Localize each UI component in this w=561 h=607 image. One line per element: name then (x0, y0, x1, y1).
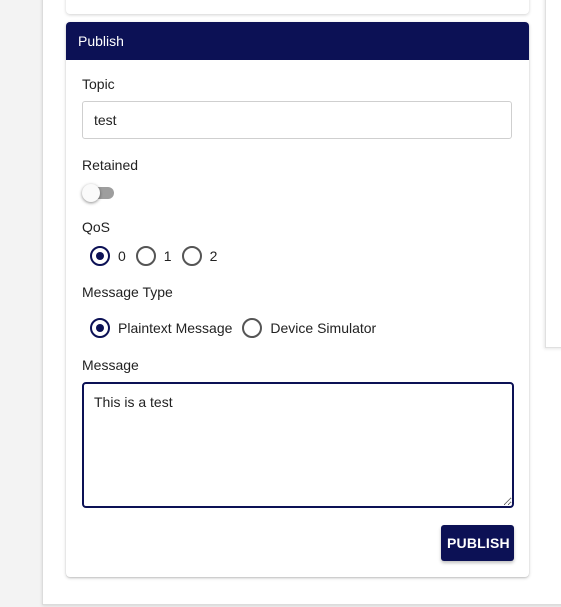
publish-card: Publish Topic Retained QoS 0 1 2 Message… (66, 22, 529, 577)
qos-option-2[interactable]: 2 (181, 246, 218, 266)
qos-option-0[interactable]: 0 (90, 246, 126, 266)
radio-checked-icon (90, 246, 110, 266)
message-type-option-label: Device Simulator (270, 320, 377, 336)
previous-card (66, 0, 529, 14)
message-label: Message (82, 357, 139, 373)
message-textarea[interactable]: This is a test (82, 382, 514, 508)
publish-card-header: Publish (66, 22, 529, 60)
radio-unchecked-icon (181, 246, 202, 266)
topic-input[interactable] (82, 101, 512, 139)
radio-unchecked-icon (242, 318, 263, 338)
retained-label: Retained (82, 157, 139, 173)
publish-button[interactable]: PUBLISH (441, 525, 514, 561)
adjacent-card (545, 0, 561, 348)
message-type-label: Message Type (82, 284, 173, 300)
radio-checked-icon (90, 318, 110, 338)
qos-option-1[interactable]: 1 (135, 246, 172, 266)
qos-option-label: 0 (118, 248, 126, 264)
message-type-plaintext[interactable]: Plaintext Message (90, 318, 232, 338)
publish-card-title: Publish (78, 33, 124, 49)
message-type-option-label: Plaintext Message (118, 320, 233, 336)
retained-toggle[interactable] (82, 183, 116, 203)
qos-label: QoS (82, 219, 111, 235)
retained-toggle-thumb (82, 184, 100, 202)
qos-option-label: 2 (209, 248, 218, 264)
topic-label: Topic (82, 76, 115, 92)
radio-unchecked-icon (135, 246, 156, 266)
qos-radio-group: 0 1 2 (90, 246, 227, 266)
message-type-device-simulator[interactable]: Device Simulator (242, 318, 376, 338)
message-type-radio-group: Plaintext Message Device Simulator (90, 318, 386, 338)
qos-option-label: 1 (163, 248, 172, 264)
